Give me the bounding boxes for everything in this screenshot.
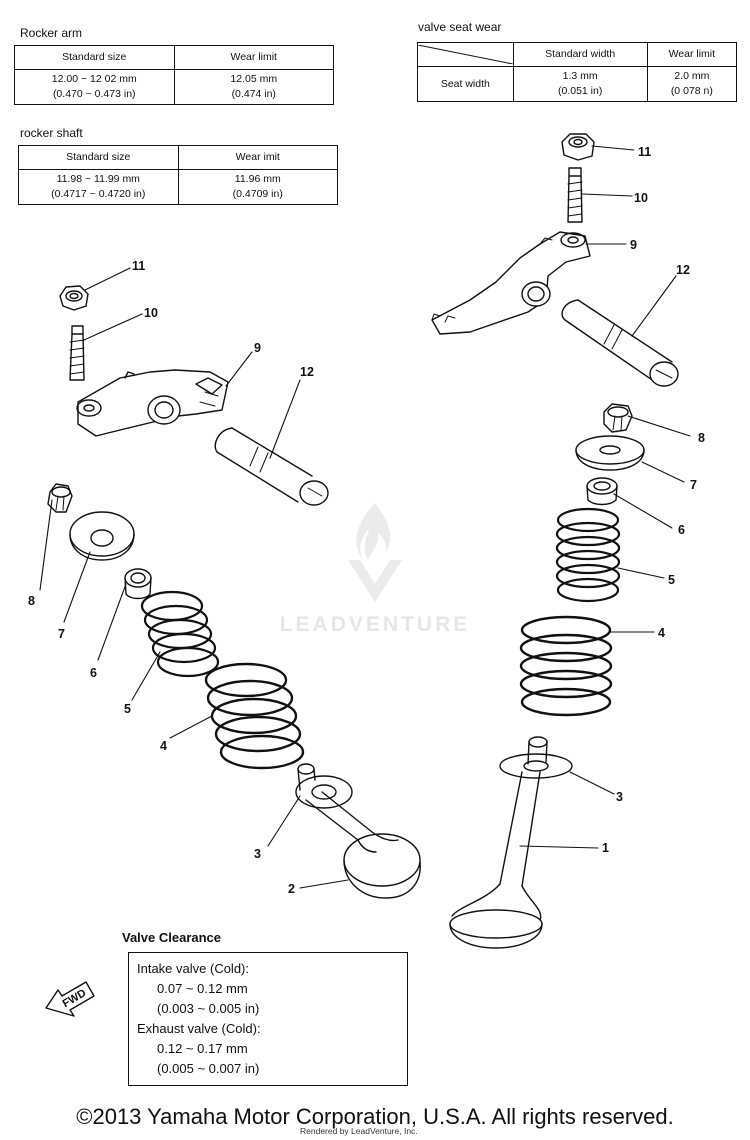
valve-seat-table: Standard width Wear limit Seat width 1.3… [417, 42, 738, 103]
callout-left-7: 7 [58, 627, 65, 641]
left-rocker-arm-9 [76, 369, 229, 437]
callout-right-10: 10 [634, 191, 648, 205]
right-adjuster-screw-10 [567, 167, 583, 223]
intake-value-in: (0.003 ~ 0.005 in) [157, 1001, 260, 1016]
rocker-arm-table: Standard size Wear limit 12.00 ~ 12 02 m… [14, 45, 334, 106]
right-lock-nut-11 [561, 133, 595, 161]
diagonal-header-cell [417, 42, 514, 67]
right-intake-valve-1 [449, 736, 548, 949]
rendered-by-note: Rendered by LeadVenture, Inc. [300, 1126, 418, 1136]
left-exhaust-valve-2 [297, 763, 421, 899]
right-rocker-shaft-12 [561, 299, 679, 387]
callout-right-5: 5 [668, 573, 675, 587]
callout-right-3: 3 [616, 790, 623, 804]
table-header: Standard width [512, 42, 648, 67]
callout-right-7: 7 [690, 478, 697, 492]
table-cell: 12.00 ~ 12 02 mm(0.470 ~ 0.473 in) [14, 68, 175, 106]
exhaust-value-mm: 0.12 ~ 0.17 mm [157, 1041, 248, 1056]
valve-seat-title: valve seat wear [418, 20, 502, 34]
valve-clearance-title: Valve Clearance [122, 930, 222, 945]
callout-right-11: 11 [638, 145, 651, 159]
right-rocker-arm-9 [431, 231, 591, 335]
intake-label: Intake valve (Cold): [137, 961, 249, 976]
right-spring-retainer-7 [575, 435, 645, 471]
exhaust-label: Exhaust valve (Cold): [137, 1021, 261, 1036]
table-cell: 2.0 mm(0 078 n) [646, 65, 738, 103]
left-spring-seat-3 [295, 775, 353, 809]
rocker-shaft-table: Standard size Wear imit 11.98 ~ 11.99 mm… [18, 145, 338, 206]
table-header: Standard size [14, 45, 175, 70]
table-header: Wear imit [177, 145, 338, 170]
table-row-label: Seat width [417, 65, 514, 103]
intake-value-mm: 0.07 ~ 0.12 mm [157, 981, 248, 996]
callout-right-9: 9 [630, 238, 637, 252]
table-cell: 11.96 mm(0.4709 in) [177, 168, 338, 206]
callout-left-6: 6 [90, 666, 97, 680]
left-inner-spring-5 [140, 590, 220, 678]
table-header: Standard size [18, 145, 179, 170]
callout-left-11: 11 [132, 259, 145, 273]
left-spring-retainer-7 [69, 511, 135, 561]
leadventure-watermark: LEADVENTURE [244, 498, 506, 637]
valve-clearance-box: Intake valve (Cold): 0.07 ~ 0.12 mm (0.0… [128, 952, 408, 1086]
callout-right-1: 1 [602, 841, 609, 855]
table-header: Wear limit [646, 42, 738, 67]
left-outer-spring-4 [204, 662, 305, 770]
flame-logo-icon [348, 503, 402, 602]
right-stem-seal-6 [586, 477, 618, 506]
callout-right-12: 12 [676, 263, 690, 277]
callout-left-9: 9 [254, 341, 261, 355]
rocker-shaft-title: rocker shaft [20, 126, 83, 140]
callout-left-10: 10 [144, 306, 158, 320]
callout-left-12: 12 [300, 365, 314, 379]
callout-right-8: 8 [698, 431, 705, 445]
left-rocker-shaft-12 [214, 427, 329, 506]
callout-left-8: 8 [28, 594, 35, 608]
callout-right-4: 4 [658, 626, 665, 640]
callout-left-5: 5 [124, 702, 131, 716]
left-adjuster-screw-10 [69, 325, 85, 381]
left-stem-seal-6 [124, 568, 152, 600]
callout-left-4: 4 [160, 739, 167, 753]
copyright-notice: ©2013 Yamaha Motor Corporation, U.S.A. A… [76, 1104, 674, 1129]
exhaust-value-in: (0.005 ~ 0.007 in) [157, 1061, 260, 1076]
leader-lines [39, 145, 691, 889]
right-outer-spring-4 [519, 615, 613, 717]
right-spring-seat-3 [499, 753, 573, 779]
right-valve-cotter-8 [603, 403, 633, 433]
callout-left-3: 3 [254, 847, 261, 861]
callout-left-2: 2 [288, 882, 295, 896]
callout-right-6: 6 [678, 523, 685, 537]
fwd-arrow-icon: FWD [45, 981, 95, 1017]
rocker-arm-title: Rocker arm [20, 26, 83, 40]
table-cell: 12.05 mm(0.474 in) [173, 68, 334, 106]
right-inner-spring-5 [555, 507, 621, 603]
left-lock-nut-11 [59, 285, 89, 311]
table-cell: 11.98 ~ 11.99 mm(0.4717 ~ 0.4720 in) [18, 168, 179, 206]
left-valve-cotter-8 [47, 483, 73, 513]
watermark-text: LEADVENTURE [279, 613, 471, 636]
